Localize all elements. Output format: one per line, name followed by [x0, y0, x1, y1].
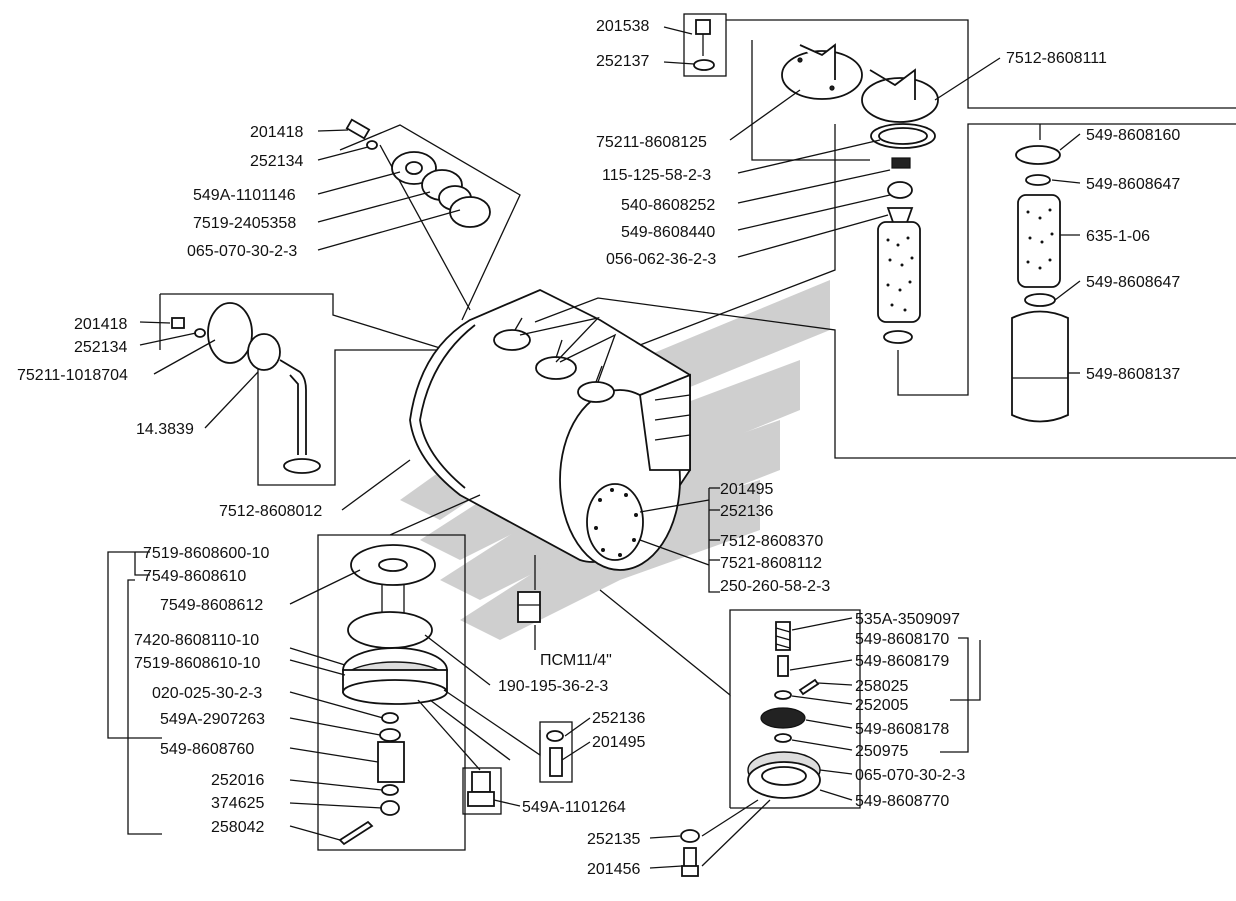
- label-252136-bottom: 252136: [592, 710, 645, 727]
- label-549-8608440: 549-8608440: [621, 224, 715, 241]
- label-549-8608137: 549-8608137: [1086, 366, 1180, 383]
- label-7519-8608610-10: 7519-8608610-10: [134, 655, 260, 672]
- label-201418-lower: 201418: [74, 316, 127, 333]
- label-065-070-30-2-3-upper: 065-070-30-2-3: [187, 243, 297, 260]
- label-201418-upper: 201418: [250, 124, 303, 141]
- label-201456: 201456: [587, 861, 640, 878]
- label-549-8608647-top: 549-8608647: [1086, 176, 1180, 193]
- label-7512-8608012: 7512-8608012: [219, 503, 322, 520]
- label-635-1-06: 635-1-06: [1086, 228, 1150, 245]
- label-549-8608760: 549-8608760: [160, 741, 254, 758]
- label-7521-8608112: 7521-8608112: [720, 555, 822, 572]
- label-258042: 258042: [211, 819, 264, 836]
- label-549-8608160: 549-8608160: [1086, 127, 1180, 144]
- label-7549-8608612: 7549-8608612: [160, 597, 263, 614]
- label-252135: 252135: [587, 831, 640, 848]
- filler-cap-assembly: [683, 13, 1236, 396]
- label-056-062-36-2-3: 056-062-36-2-3: [606, 251, 716, 268]
- label-7519-2405358: 7519-2405358: [193, 215, 296, 232]
- label-374625: 374625: [211, 795, 264, 812]
- label-252137: 252137: [596, 53, 649, 70]
- flange-and-ring-assembly: [339, 118, 521, 321]
- label-549A-1101264: 549A-1101264: [522, 799, 626, 816]
- label-201495-right: 201495: [720, 481, 773, 498]
- label-190-195-36-2-3: 190-195-36-2-3: [498, 678, 608, 695]
- leader-lines: [139, 26, 1081, 869]
- label-535A-3509097: 535A-3509097: [855, 611, 960, 628]
- label-252134-upper: 252134: [250, 153, 303, 170]
- label-252005: 252005: [855, 697, 908, 714]
- label-75211-8608125: 75211-8608125: [596, 134, 707, 151]
- label-115-125-58-2-3: 115-125-58-2-3: [602, 167, 711, 184]
- label-020-025-30-2-3: 020-025-30-2-3: [152, 685, 262, 702]
- filter-element-stack: [1011, 124, 1069, 423]
- label-psm: ПСМ11/4": [540, 652, 612, 669]
- label-549-8608170: 549-8608170: [855, 631, 949, 648]
- label-549-8608770: 549-8608770: [855, 793, 949, 810]
- label-549-8608647-bottom: 549-8608647: [1086, 274, 1180, 291]
- label-7519-8608600-10: 7519-8608600-10: [143, 545, 269, 562]
- label-549-8608179: 549-8608179: [855, 653, 949, 670]
- label-7512-8608370: 7512-8608370: [720, 533, 823, 550]
- label-7512-8608111: 7512-8608111: [1006, 50, 1107, 67]
- label-201495-bottom: 201495: [592, 734, 645, 751]
- fuel-tank: [409, 124, 1236, 623]
- label-540-8608252: 540-8608252: [621, 197, 715, 214]
- label-75211-1018704: 75211-1018704: [17, 367, 128, 384]
- label-7549-8608610: 7549-8608610: [143, 568, 246, 585]
- label-201538: 201538: [596, 18, 649, 35]
- label-258025: 258025: [855, 678, 908, 695]
- part-labels: 201538 252137 75211-8608125 7512-8608111…: [17, 18, 1180, 878]
- label-065-070-30-2-3-lower: 065-070-30-2-3: [855, 767, 965, 784]
- label-14-3839: 14.3839: [136, 421, 194, 438]
- label-252134-lower: 252134: [74, 339, 127, 356]
- label-549-8608178: 549-8608178: [855, 721, 949, 738]
- label-252136-right: 252136: [720, 503, 773, 520]
- outlet-pipe-assembly: [159, 293, 441, 486]
- label-7420-8608110-10: 7420-8608110-10: [134, 632, 259, 649]
- label-549A-1101146: 549A-1101146: [193, 187, 296, 204]
- label-250-260-58-2-3: 250-260-58-2-3: [720, 578, 830, 595]
- label-250975: 250975: [855, 743, 908, 760]
- filter-base-assembly: [317, 494, 573, 851]
- label-549A-2907263: 549A-2907263: [160, 711, 265, 728]
- label-252016: 252016: [211, 772, 264, 789]
